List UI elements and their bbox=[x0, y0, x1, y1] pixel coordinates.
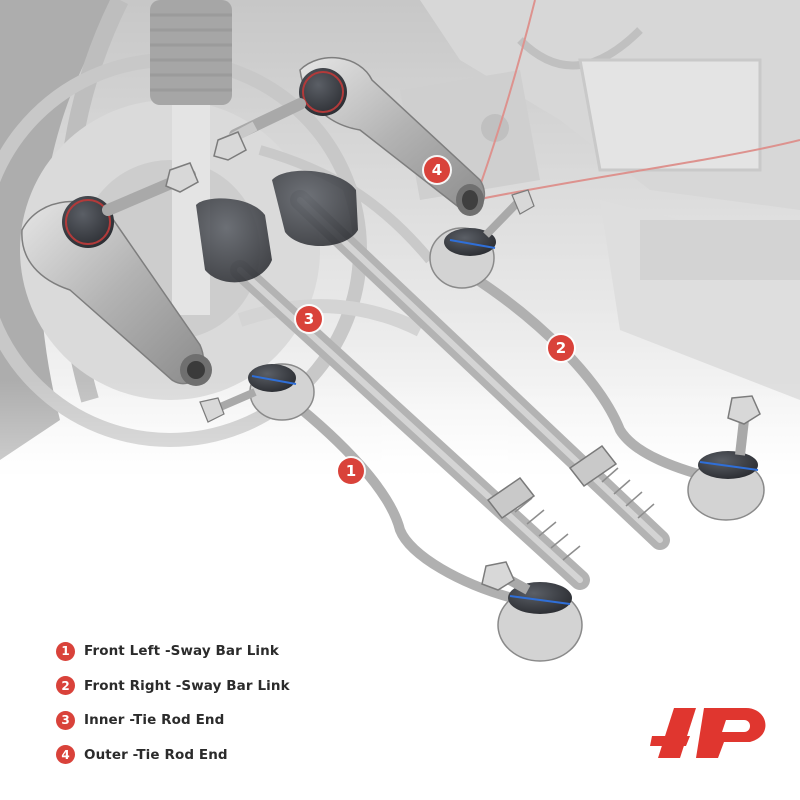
legend-item: 1 Front Left -Sway Bar Link bbox=[56, 640, 396, 662]
marker-1: 1 bbox=[338, 458, 364, 484]
legend-label: Inner -Tie Rod End bbox=[84, 712, 225, 728]
brand-logo-icon bbox=[650, 708, 766, 758]
left-ball-joint-part bbox=[21, 162, 212, 386]
legend-label: Front Right -Sway Bar Link bbox=[84, 677, 290, 694]
marker-3: 3 bbox=[296, 306, 322, 332]
legend-label: Front Left -Sway Bar Link bbox=[84, 643, 279, 659]
legend-item: 2 Front Right -Sway Bar Link bbox=[56, 675, 396, 697]
legend-number: 4 bbox=[56, 745, 75, 764]
parts-legend: 1 Front Left -Sway Bar Link 2 Front Righ… bbox=[56, 640, 396, 778]
front-left-sway-bar-link-part bbox=[199, 363, 583, 662]
legend-item: 4 Outer -Tie Rod End bbox=[56, 744, 396, 766]
legend-number: 2 bbox=[56, 676, 75, 695]
legend-label: Outer -Tie Rod End bbox=[84, 746, 228, 763]
front-right-sway-bar-link-part bbox=[429, 189, 765, 521]
legend-item: 3 Inner -Tie Rod End bbox=[56, 709, 396, 731]
legend-number: 1 bbox=[56, 641, 75, 661]
legend-number: 3 bbox=[56, 710, 75, 730]
marker-2: 2 bbox=[548, 335, 574, 361]
marker-4: 4 bbox=[424, 157, 450, 183]
